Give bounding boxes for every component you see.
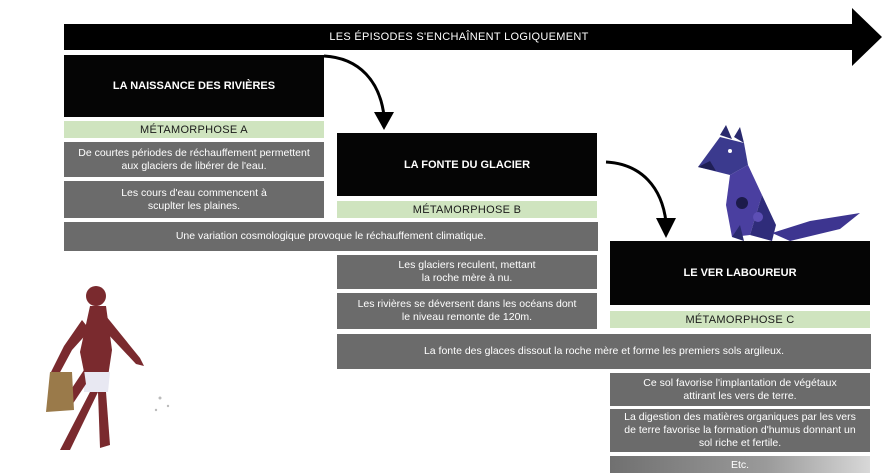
summary-b-text: La fonte des glaces dissout la roche mèr… [423,345,785,357]
curved-arrow-b-to-c [605,160,676,238]
fact-c2: La digestion des matières organiques par… [610,409,870,452]
metamorphose-c: MÉTAMORPHOSE C [610,311,870,328]
summary-b: La fonte des glaces dissout la roche mèr… [337,334,871,369]
fact-c1: Ce sol favorise l'implantation de végéta… [610,373,870,406]
title-ver-laboureur: LE VER LABOUREUR [610,241,870,305]
summary-a-text: Une variation cosmologique provoque le r… [175,230,487,242]
fact-b1: Les glaciers reculent, mettant la roche … [337,255,597,289]
title-fonte-glacier: LA FONTE DU GLACIER [337,133,597,196]
title-naissance-rivieres-text: LA NAISSANCE DES RIVIÈRES [112,80,276,92]
wolf-illustration [698,125,860,241]
fact-b2-text: Les rivières se déversent dans les océan… [357,298,577,323]
title-fonte-glacier-text: LA FONTE DU GLACIER [403,158,531,171]
banner: LES ÉPISODES S'ENCHAÎNENT LOGIQUEMENT [64,24,854,50]
metamorphose-b-text: MÉTAMORPHOSE B [412,203,522,216]
fact-a2: Les cours d'eau commencent à scuplter le… [64,181,324,218]
fact-b1-text: Les glaciers reculent, mettant la roche … [398,259,536,284]
curved-arrow-a-to-b [323,54,394,130]
title-naissance-rivieres: LA NAISSANCE DES RIVIÈRES [64,55,324,117]
etc-text: Etc. [730,458,750,471]
fact-c2-text: La digestion des matières organiques par… [624,411,856,449]
fact-a2-text: Les cours d'eau commencent à scuplter le… [121,186,267,212]
fact-a1-text: De courtes périodes de réchauffement per… [78,146,310,172]
fact-a1: De courtes périodes de réchauffement per… [64,142,324,177]
fact-b2: Les rivières se déversent dans les océan… [337,293,597,329]
metamorphose-a-text: MÉTAMORPHOSE A [140,123,248,136]
etc-bar: Etc. [610,456,870,473]
summary-a: Une variation cosmologique provoque le r… [64,222,598,251]
fact-c1-text: Ce sol favorise l'implantation de végéta… [643,376,837,402]
banner-arrowhead [852,8,882,66]
metamorphose-c-text: MÉTAMORPHOSE C [685,313,795,326]
metamorphose-a: MÉTAMORPHOSE A [64,121,324,138]
title-ver-laboureur-text: LE VER LABOUREUR [683,267,797,279]
figure-illustration [46,286,170,450]
metamorphose-b: MÉTAMORPHOSE B [337,201,597,218]
banner-text: LES ÉPISODES S'ENCHAÎNENT LOGIQUEMENT [329,31,589,43]
